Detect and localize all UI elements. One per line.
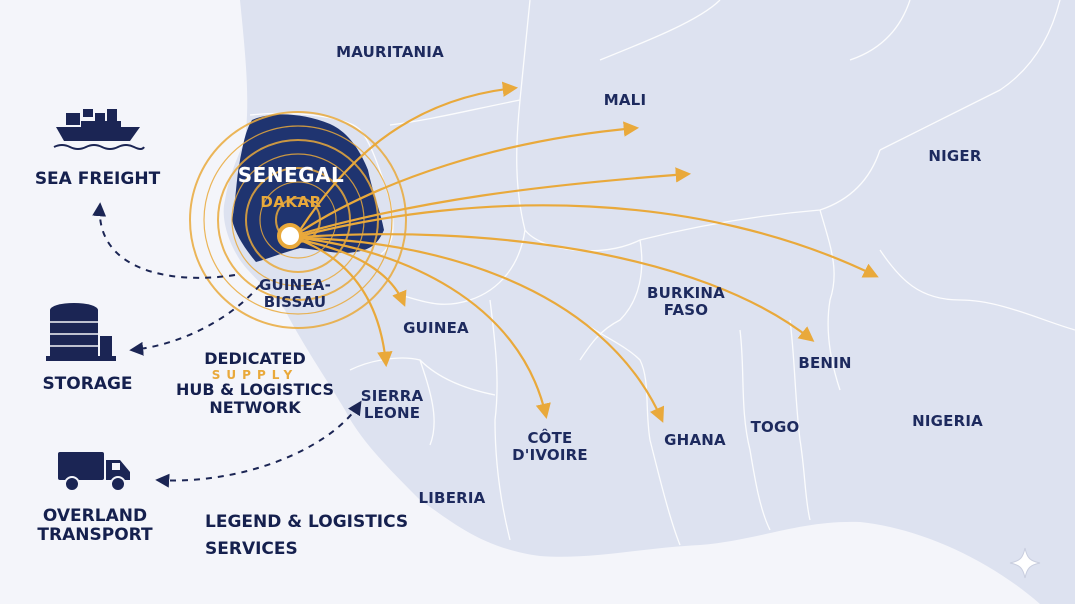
country-label-liberia: LIBERIA [418, 489, 486, 507]
storage-tank-icon [46, 303, 116, 361]
route-arrow-benin [299, 233, 815, 342]
delivery-truck-icon [58, 452, 130, 492]
country-label-mali: MALI [603, 91, 647, 109]
hub-ring [259, 181, 337, 259]
route-arrow-ghana [299, 236, 665, 423]
hub-ring [203, 125, 393, 315]
country-label-guinea: GUINEA [403, 319, 469, 337]
storage-connector [129, 284, 261, 356]
cargo-ship-icon [53, 109, 145, 150]
hub-network-label: HUB & LOGISTICS NETWORK [176, 380, 334, 417]
country-label-guinea-bissau: GUINEA- BISSAU [258, 276, 332, 312]
country-label-cote-divoire: CÔTE D'IVOIRE [512, 429, 588, 465]
country-label-niger: NIGER [928, 147, 982, 165]
country-label-sierra-leone: SIERRA LEONE [360, 387, 424, 423]
dakar-hub-marker [277, 223, 303, 249]
route-arrow-burkina-north [299, 167, 692, 236]
storage-label: STORAGE [42, 374, 133, 394]
dedicated-label: DEDICATED [204, 349, 306, 368]
route-arrow-mali [299, 121, 640, 233]
route-arrow-cote-divoire [299, 236, 551, 420]
country-label-mauritania: MAURITANIA [336, 43, 444, 61]
hub-city-label: DAKAR [260, 193, 322, 211]
country-label-ghana: GHANA [664, 431, 726, 449]
country-label-togo: TOGO [750, 418, 800, 436]
country-label-burkina-faso: BURKINA FASO [647, 284, 725, 320]
supply-label: SUPPLY [211, 368, 299, 382]
overland-connector [155, 400, 362, 488]
overland-transport-label: OVERLAND TRANSPORT [37, 506, 153, 546]
west-africa-landmass [223, 0, 1075, 604]
hub-ring [189, 111, 407, 329]
hub-country-label: SENEGAL [237, 163, 345, 187]
legend-services-label: LEGEND & LOGISTICS SERVICES [205, 512, 409, 560]
hub-ring [231, 153, 365, 287]
service-connectors [92, 202, 362, 488]
route-arrow-guinea [299, 238, 407, 307]
route-arrow-mauritania [299, 81, 519, 231]
sparkle-icon [1009, 547, 1041, 579]
route-arrows [299, 81, 879, 423]
route-arrow-sierra-leone [299, 238, 393, 368]
country-label-nigeria: NIGERIA [912, 412, 983, 430]
country-label-benin: BENIN [798, 354, 852, 372]
sea-freight-connector [92, 202, 236, 279]
sea-freight-label: SEA FREIGHT [34, 169, 161, 189]
route-arrow-niger [299, 204, 879, 278]
